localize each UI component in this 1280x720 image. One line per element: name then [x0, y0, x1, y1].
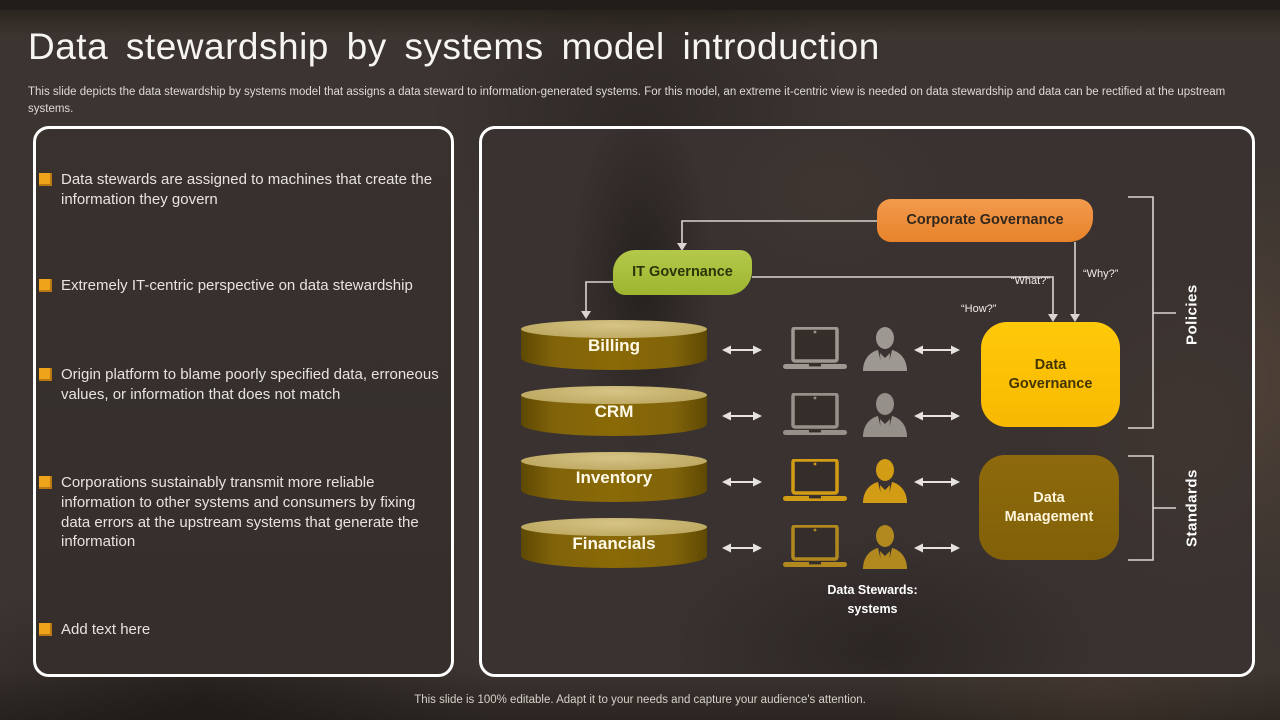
bullet-square-icon: [39, 279, 52, 292]
it-governance-label: IT Governance: [632, 264, 733, 281]
inventory-cylinder: Inventory: [521, 452, 707, 502]
bullet-square-icon: [39, 173, 52, 186]
cylinder-top: [521, 452, 707, 470]
list-item: Add text here: [39, 620, 439, 640]
double-arrow-icon: [914, 343, 960, 361]
system-label: Financials: [572, 534, 656, 553]
data-governance-box: Data Governance: [981, 322, 1120, 427]
double-arrow-icon: [722, 343, 762, 361]
bullet-text: Corporations sustainably transmit more r…: [61, 474, 419, 551]
double-arrow-icon: [722, 409, 762, 427]
system-label: CRM: [594, 402, 634, 421]
caption-line: systems: [847, 601, 898, 616]
list-item: Data stewards are assigned to machines t…: [39, 170, 439, 210]
caption-line: Data Stewards:: [827, 583, 918, 597]
bullet-square-icon: [39, 476, 52, 489]
top-band: [0, 0, 1280, 10]
list-item: Corporations sustainably transmit more r…: [39, 473, 439, 552]
bullet-text: Data stewards are assigned to machines t…: [61, 171, 433, 208]
laptop-icon: [783, 326, 847, 376]
laptop-icon: [783, 524, 847, 574]
billing-cylinder: Billing: [521, 320, 707, 370]
bullet-text: Add text here: [61, 621, 151, 638]
laptop-icon: [783, 392, 847, 442]
standards-label: Standards: [1183, 469, 1201, 547]
cylinder-top: [521, 386, 707, 404]
slide-title: Data stewardship by systems model introd…: [28, 26, 880, 67]
double-arrow-icon: [914, 409, 960, 427]
double-arrow-icon: [914, 541, 960, 559]
laptop-icon: [783, 458, 847, 508]
person-icon: [862, 459, 908, 508]
crm-cylinder: CRM: [521, 386, 707, 436]
data-stewards-caption: Data Stewards: systems: [790, 581, 955, 619]
data-management-box: Data Management: [979, 455, 1119, 560]
footer-note: This slide is 100% editable. Adapt it to…: [414, 694, 866, 706]
policies-label: Policies: [1183, 284, 1201, 346]
system-label: Billing: [588, 336, 640, 355]
person-icon: [862, 393, 908, 442]
diagram-panel: Corporate Governance IT Governance Data …: [479, 126, 1255, 677]
bullet-square-icon: [39, 368, 52, 381]
cylinder-top: [521, 320, 707, 338]
cylinder-top: [521, 518, 707, 536]
what-label: “What?”: [1010, 275, 1050, 287]
bullet-panel: Data stewards are assigned to machines t…: [33, 126, 454, 677]
data-management-label: Data Management: [1004, 490, 1094, 525]
double-arrow-icon: [722, 475, 762, 493]
why-label: “Why?”: [1083, 268, 1119, 280]
corporate-governance-label: Corporate Governance: [906, 212, 1064, 229]
data-governance-label: Data Governance: [1008, 357, 1093, 392]
slide-subtitle: This slide depicts the data stewardship …: [28, 86, 1226, 115]
list-item: Origin platform to blame poorly specifie…: [39, 365, 439, 405]
bullet-square-icon: [39, 623, 52, 636]
double-arrow-icon: [914, 475, 960, 493]
financials-cylinder: Financials: [521, 518, 707, 568]
it-governance-box: IT Governance: [613, 250, 752, 303]
system-label: Inventory: [575, 468, 653, 487]
bullet-text: Origin platform to blame poorly specifie…: [61, 366, 439, 403]
corporate-governance-box: Corporate Governance: [877, 199, 1093, 250]
bullet-text: Extremely IT-centric perspective on data…: [61, 277, 413, 294]
how-label: “How?”: [961, 303, 997, 315]
double-arrow-icon: [722, 541, 762, 559]
person-icon: [862, 525, 908, 574]
list-item: Extremely IT-centric perspective on data…: [39, 276, 439, 296]
person-icon: [862, 327, 908, 376]
